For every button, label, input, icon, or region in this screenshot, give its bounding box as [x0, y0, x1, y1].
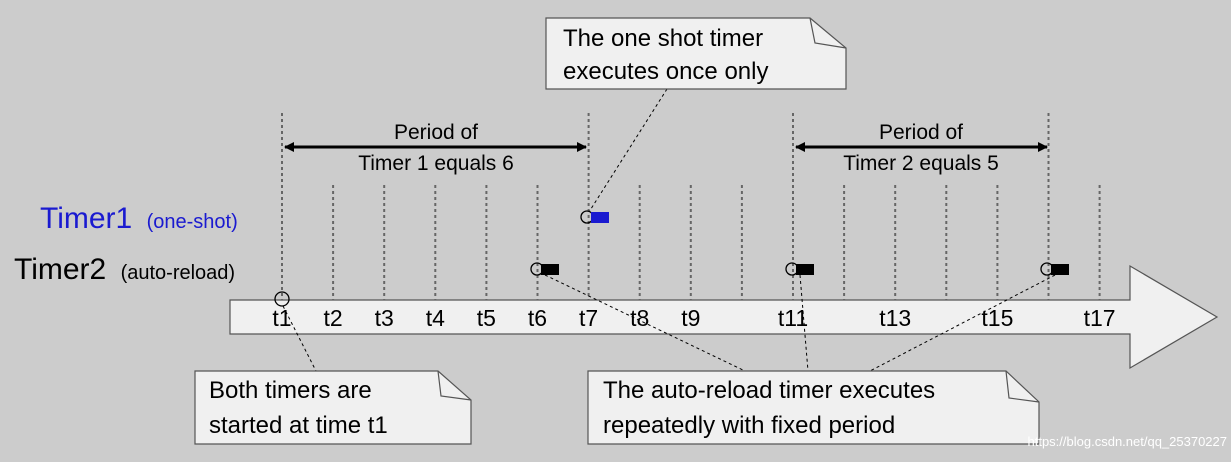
- leader-line: [799, 274, 809, 372]
- period2-line2: Timer 2 equals 5: [843, 152, 999, 175]
- start-marker: [274, 291, 290, 307]
- note-one-shot-box: [545, 17, 847, 90]
- leader-line: [869, 274, 1056, 372]
- tick-label: t1: [272, 305, 291, 331]
- note-start-line1: Both timers are: [209, 377, 372, 404]
- note-auto-reload-fold: [1005, 370, 1040, 403]
- timer1-label: Timer1 (one-shot): [40, 202, 238, 235]
- tick-label: t9: [681, 305, 700, 331]
- timer1-exec-block: [591, 212, 609, 223]
- note-one-shot-fold: [809, 17, 847, 49]
- tick-label: t5: [477, 305, 496, 331]
- tick-label: t17: [1084, 305, 1116, 331]
- note-start-box: [194, 370, 472, 445]
- timer2-label: Timer2 (auto-reload): [14, 253, 235, 286]
- timer2-exec-block: [1051, 264, 1069, 275]
- leader-line: [282, 305, 317, 372]
- timer1-name: Timer1: [40, 202, 132, 235]
- tick-lines: [281, 113, 1101, 300]
- tick-label: t15: [981, 305, 1013, 331]
- tick-label: t7: [579, 305, 598, 331]
- timer1-mode: (one-shot): [147, 211, 238, 233]
- note-auto-reload-line2: repeatedly with fixed period: [603, 412, 895, 439]
- note-start-fold: [437, 370, 472, 401]
- note-auto-reload-line1: The auto-reload timer executes: [603, 377, 935, 404]
- timer2-exec-block: [541, 264, 559, 275]
- timer2-mode: (auto-reload): [121, 262, 236, 284]
- period2-line1: Period of: [879, 121, 963, 144]
- timer2-exec-block: [796, 264, 814, 275]
- timeline-arrow: [229, 264, 1219, 370]
- period1-line1: Period of: [394, 121, 478, 144]
- tick-label: t4: [426, 305, 445, 331]
- note-start-line2: started at time t1: [209, 412, 388, 439]
- tick-label: t13: [879, 305, 911, 331]
- watermark: https://blog.csdn.net/qq_25370227: [1028, 434, 1228, 449]
- note-auto-reload-box: [587, 370, 1040, 445]
- tick-label: t3: [375, 305, 394, 331]
- note-one-shot-line2: executes once only: [563, 58, 768, 85]
- tick-label: t8: [630, 305, 649, 331]
- note-one-shot-line1: The one shot timer: [563, 25, 763, 52]
- leader-line: [588, 88, 668, 213]
- leader-lines: [282, 88, 1056, 372]
- leader-line: [544, 274, 746, 372]
- tick-label: t6: [528, 305, 547, 331]
- period1-line2: Timer 1 equals 6: [358, 152, 514, 175]
- timer2-name: Timer2: [14, 253, 106, 286]
- tick-label: t2: [324, 305, 343, 331]
